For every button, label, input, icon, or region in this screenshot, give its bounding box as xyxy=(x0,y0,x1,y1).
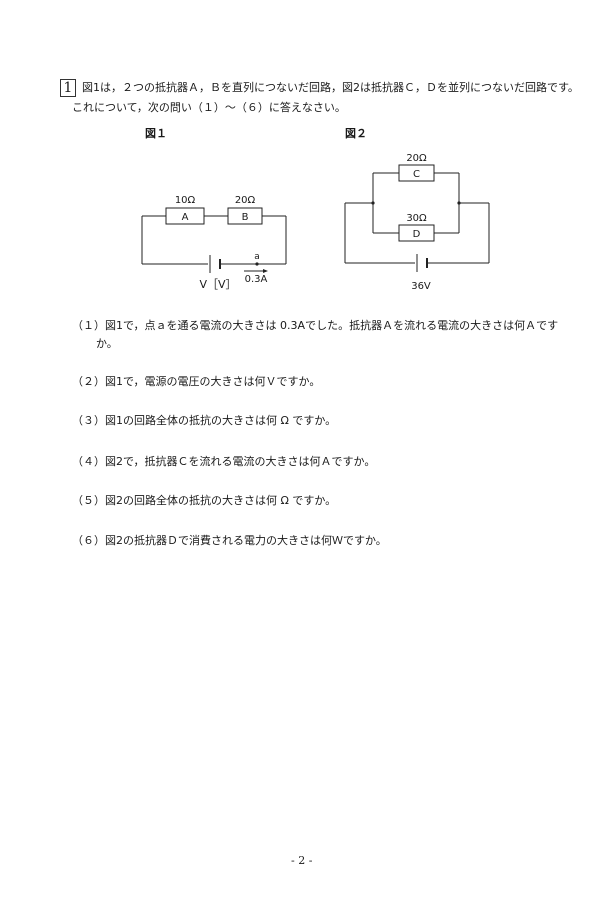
point-a-dot xyxy=(255,262,259,266)
problem-number-box: 1 xyxy=(60,79,76,97)
resistor-b xyxy=(227,207,263,225)
battery-symbol xyxy=(208,255,221,273)
point-a-label: a xyxy=(254,252,260,262)
figure2-label: 図２ xyxy=(345,127,367,140)
question-1-line1: （１）図1で，点ａを通る電流の大きさは 0.3Aでした。抵抗器Ａを流れる電流の大… xyxy=(72,319,559,332)
resistor-c-value: 20Ω xyxy=(406,153,427,164)
figure2-parallel-circuit: C 20Ω D 30Ω 36V xyxy=(344,153,490,292)
current-label: 0.3A xyxy=(245,274,268,285)
voltage-label-36v: 36V xyxy=(411,281,431,292)
page-number: - 2 - xyxy=(291,854,313,867)
figure1-label: 図１ xyxy=(145,127,167,140)
problem-intro-line1: 図1は，２つの抵抗器Ａ，Ｂを直列につないだ回路，図2は抵抗器Ｃ，Ｄを並列につない… xyxy=(82,81,579,94)
current-arrow xyxy=(244,269,268,273)
resistor-a-name: A xyxy=(182,212,189,223)
resistor-d xyxy=(398,224,435,242)
resistor-a xyxy=(165,207,205,225)
junction-left xyxy=(371,201,375,205)
question-4: （４）図2で，抵抗器Ｃを流れる電流の大きさは何Ａですか。 xyxy=(72,455,376,468)
problem-intro-line2: これについて，次の問い（１）～（６）に答えなさい。 xyxy=(72,101,346,114)
question-2: （２）図1で，電源の電圧の大きさは何Ｖですか。 xyxy=(72,375,321,388)
figure1-series-circuit: A 10Ω B 20Ω a 0.3A V［V］ xyxy=(141,195,287,291)
question-1-line2: か。 xyxy=(96,337,118,350)
resistor-b-value: 20Ω xyxy=(235,195,256,206)
question-3: （３）図1の回路全体の抵抗の大きさは何 Ω ですか。 xyxy=(72,414,337,427)
resistor-d-name: D xyxy=(413,229,421,240)
battery-symbol xyxy=(415,254,428,272)
resistor-b-name: B xyxy=(242,212,249,223)
junction-right xyxy=(457,201,461,205)
voltage-label-v: V［V］ xyxy=(199,278,236,291)
resistor-d-value: 30Ω xyxy=(406,213,427,224)
question-6: （６）図2の抵抗器Ｄで消費される電力の大きさは何Ｗですか。 xyxy=(72,534,387,547)
resistor-c-name: C xyxy=(413,169,420,180)
resistor-c xyxy=(398,164,435,182)
question-5: （５）図2の回路全体の抵抗の大きさは何 Ω ですか。 xyxy=(72,494,337,507)
resistor-a-value: 10Ω xyxy=(175,195,196,206)
